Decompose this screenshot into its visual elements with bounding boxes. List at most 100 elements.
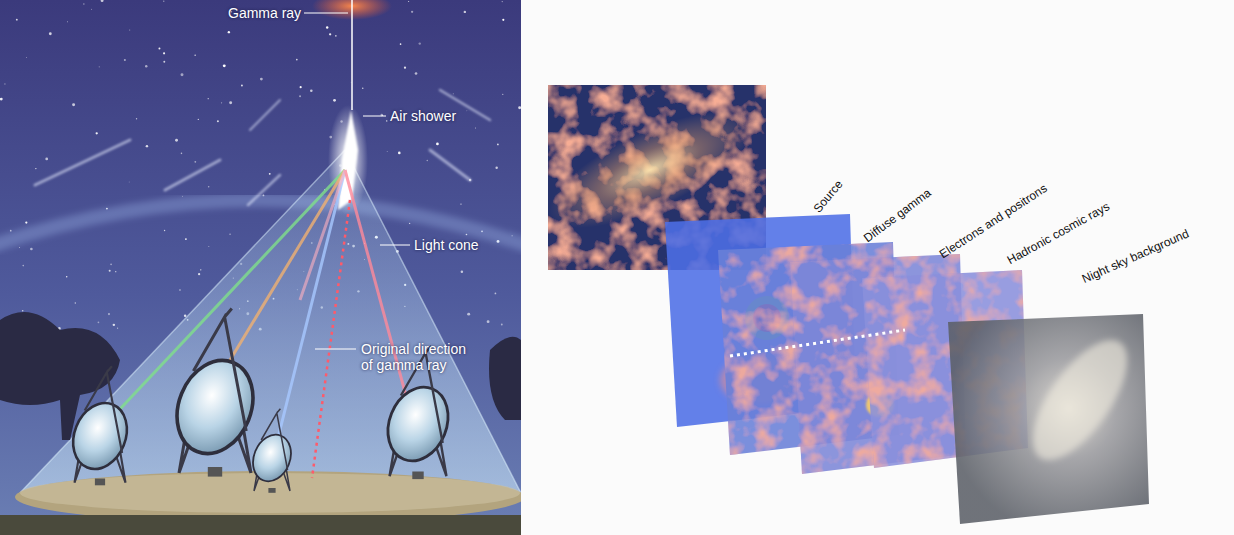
mirror-dish — [64, 395, 137, 477]
star — [487, 320, 490, 323]
star — [66, 276, 67, 277]
other-showers — [35, 90, 490, 205]
star — [115, 271, 116, 272]
base — [208, 467, 222, 477]
callout-label: Gamma ray — [228, 5, 301, 21]
star — [164, 230, 165, 231]
star — [19, 247, 20, 248]
star — [241, 85, 243, 87]
map-layer — [948, 314, 1149, 524]
callout-label: Light cone — [414, 237, 479, 253]
star — [200, 269, 201, 270]
star — [518, 106, 521, 109]
star — [497, 143, 499, 145]
camera-arm — [193, 309, 246, 431]
camera-arm — [261, 409, 287, 470]
star — [208, 98, 209, 99]
star — [362, 87, 363, 88]
air-shower — [338, 110, 358, 210]
star — [501, 324, 503, 326]
gamma-ray-line — [351, 0, 353, 110]
original-direction-line — [312, 200, 350, 478]
telescope — [164, 309, 267, 477]
callout-label: Air shower — [390, 108, 456, 124]
star — [10, 230, 12, 232]
cone-edge — [345, 150, 522, 495]
callout-label: Original direction of gamma ray — [361, 341, 473, 373]
star — [502, 19, 504, 21]
star — [35, 168, 36, 169]
star — [175, 139, 178, 142]
star — [194, 55, 195, 56]
star — [0, 98, 3, 101]
star — [453, 93, 454, 94]
art-part — [300, 170, 345, 300]
star — [229, 234, 230, 235]
star — [495, 167, 497, 169]
art-part — [304, 13, 348, 14]
star — [409, 223, 410, 224]
star — [128, 181, 130, 183]
foreground — [0, 515, 521, 535]
art-part — [248, 175, 280, 205]
star — [415, 72, 418, 75]
star — [221, 102, 222, 103]
layer-label: Source — [810, 177, 847, 216]
star — [136, 118, 137, 119]
star — [386, 151, 388, 153]
art-part — [315, 349, 356, 350]
star — [98, 321, 100, 323]
star — [22, 310, 23, 311]
star — [299, 95, 301, 97]
star — [185, 238, 187, 240]
star — [208, 186, 210, 188]
map-layers — [521, 0, 1234, 535]
star — [163, 1, 164, 2]
panel-ground — [521, 0, 1234, 535]
leader-lines — [304, 13, 410, 349]
star — [460, 203, 461, 204]
star — [124, 59, 126, 61]
cone-edge — [18, 150, 345, 495]
art-part — [165, 160, 220, 190]
star — [194, 161, 196, 163]
art-part — [380, 245, 410, 246]
star — [99, 66, 100, 67]
art-part — [363, 116, 386, 117]
mirror-dish — [377, 378, 458, 470]
star — [108, 313, 110, 315]
star — [229, 101, 232, 104]
star — [49, 32, 52, 35]
art-part — [215, 170, 345, 385]
telescopes — [64, 309, 459, 493]
star — [110, 263, 112, 265]
mirror-dish — [246, 429, 297, 487]
cherenkov-rays — [105, 170, 412, 462]
layer-label: Diffuse gamma — [860, 185, 934, 246]
star — [228, 31, 230, 33]
base — [412, 472, 423, 480]
telescope-scene — [0, 0, 540, 535]
star — [335, 35, 337, 37]
art-part — [345, 170, 412, 418]
camera-arm — [85, 366, 122, 453]
star — [300, 86, 302, 88]
layer-label: Night sky background — [1079, 225, 1191, 287]
star — [208, 246, 209, 247]
star — [408, 1, 409, 2]
star — [4, 83, 5, 84]
star — [464, 11, 466, 13]
star — [179, 289, 180, 290]
star — [223, 64, 226, 67]
star — [502, 94, 503, 95]
night-sky — [0, 0, 521, 535]
star — [145, 65, 147, 67]
star — [163, 61, 165, 63]
star — [310, 89, 313, 92]
star — [419, 42, 421, 44]
star — [411, 11, 413, 13]
art-part — [250, 100, 280, 130]
